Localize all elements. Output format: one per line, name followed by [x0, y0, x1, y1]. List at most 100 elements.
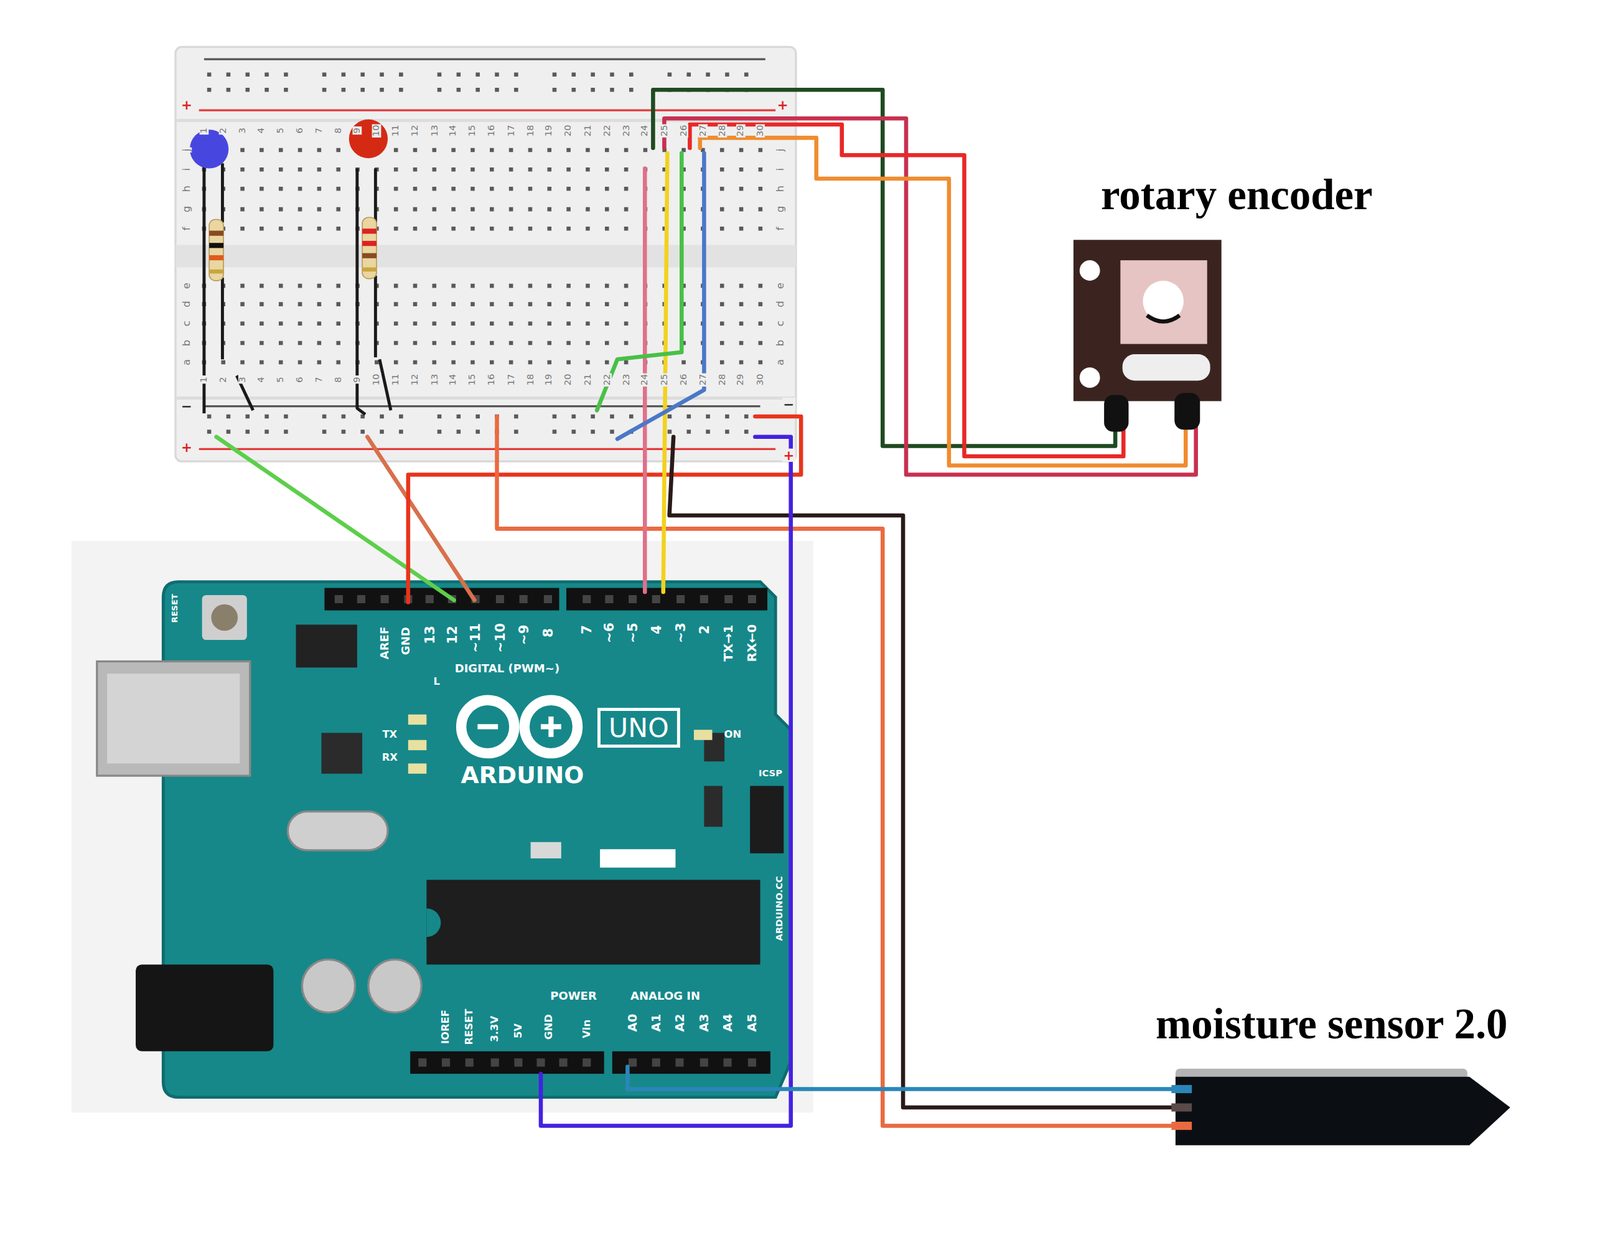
rail-line: [204, 57, 766, 60]
pin-label: A1: [649, 1012, 663, 1033]
photo-ground: [71, 540, 814, 1113]
breadboard-label: 30: [755, 123, 765, 138]
breadboard-label: i: [181, 166, 192, 172]
led: [408, 714, 427, 725]
breadboard-label: 29: [736, 372, 747, 387]
red-led: [349, 119, 388, 159]
breadboard-label: 27: [698, 372, 708, 387]
pin-label: RX←0: [746, 622, 759, 663]
breadboard-label: 13: [429, 372, 439, 387]
breadboard-label: c: [181, 319, 192, 328]
breadboard-label: 8: [333, 126, 343, 136]
breadboard-label: +: [179, 98, 193, 112]
breadboard-label: 19: [544, 372, 554, 387]
breadboard-label: −: [782, 397, 796, 411]
resistor-symbol: [209, 219, 224, 281]
pin-label: A5: [746, 1012, 759, 1033]
wire: [627, 1066, 1174, 1089]
breadboard-label: 9: [352, 126, 363, 136]
breadboard-label: 11: [391, 372, 401, 387]
breadboard-label: a: [775, 357, 786, 366]
rail-divider: [175, 396, 796, 400]
pin-label: 3.3V: [489, 1014, 500, 1043]
usb-port: [107, 673, 240, 763]
wire: [652, 89, 1116, 446]
breadboard-label: c: [775, 319, 786, 328]
breadboard-holes: [202, 72, 763, 434]
breadboard-label: 3: [237, 126, 248, 136]
digital-header: [566, 587, 768, 610]
breadboard-label: 17: [506, 123, 516, 138]
pin-label: A4: [721, 1012, 734, 1033]
reset-button: [202, 594, 248, 640]
breadboard-label: g: [181, 204, 192, 214]
breadboard-label: 9: [352, 375, 363, 384]
breadboard-label: 2: [218, 126, 228, 136]
arduino-logo: [548, 716, 554, 737]
breadboard-label: 22: [602, 372, 612, 387]
pin-label: ~10: [493, 621, 507, 654]
breadboard-label: 24: [640, 123, 651, 138]
breadboard-label: h: [181, 184, 192, 193]
breadboard-label: 4: [257, 126, 267, 136]
breadboard-label: +: [179, 440, 193, 454]
pin-label: IOREF: [440, 1008, 451, 1045]
pin-label: 2: [697, 624, 711, 636]
part-outline: [1171, 1066, 1513, 1148]
encoder-module: rotary encoder: [1073, 239, 1222, 434]
breadboard-label: j: [775, 147, 786, 153]
breadboard-label: b: [181, 338, 192, 348]
breadboard-label: d: [775, 299, 786, 309]
pin-label: A2: [673, 1012, 686, 1033]
smd-part: [530, 842, 562, 859]
pin-label: ~9: [516, 623, 530, 646]
capacitor: [368, 959, 422, 1012]
breadboard-label: 25: [659, 123, 670, 138]
breadboard-label: +: [776, 98, 790, 112]
wire: [596, 153, 682, 411]
breadboard-label: b: [775, 338, 786, 348]
breadboard-label: d: [181, 299, 192, 309]
breadboard-label: −: [179, 399, 193, 413]
pin-label: 12: [445, 624, 459, 645]
part-heading: moisture sensor 2.0: [1155, 1000, 1508, 1046]
breadboard-label: 21: [583, 372, 593, 387]
breadboard-label: 20: [563, 123, 574, 138]
led: [408, 762, 427, 773]
breadboard-label: 3: [237, 375, 248, 384]
breadboard-label: +: [782, 448, 796, 462]
breadboard-label: 16: [487, 123, 497, 138]
uno-box: [598, 709, 679, 747]
breadboard-label: 23: [621, 123, 632, 138]
breadboard-label: 22: [602, 123, 612, 138]
breadboard-label: 26: [678, 123, 689, 138]
pin-label: RESET: [171, 592, 180, 624]
pin-label: 7: [580, 624, 594, 636]
breadboard-label: 7: [314, 126, 325, 136]
sensor-probe: moisture sensor 2.0: [1171, 1066, 1513, 1148]
breadboard-label: 25: [659, 372, 670, 387]
breadboard-label: 14: [448, 372, 459, 387]
pin-label: RX: [380, 751, 399, 762]
pin-label: 13: [423, 624, 437, 645]
breadboard-label: j: [181, 147, 192, 153]
usb-port: [97, 661, 251, 777]
smd-part: [703, 785, 723, 828]
breadboard-label: 28: [717, 372, 727, 387]
breadboard-label: 29: [736, 123, 747, 138]
arduino-logo: [461, 700, 515, 754]
pin-label: ~6: [602, 621, 616, 645]
wire: [367, 436, 475, 600]
breadboard-label: 16: [487, 372, 497, 387]
breadboard-label: f: [181, 225, 192, 232]
breadboard-label: 12: [410, 372, 421, 387]
breadboard-label: 10: [372, 372, 382, 387]
breadboard-label: 6: [295, 375, 305, 384]
crystal: [287, 811, 388, 851]
led-legs: [204, 163, 391, 414]
wire: [669, 436, 1174, 1108]
usb-chip: [321, 732, 363, 774]
pin-label: TX→1: [722, 623, 735, 663]
breadboard-label: 11: [391, 123, 401, 138]
header-sockets: [334, 594, 757, 1067]
